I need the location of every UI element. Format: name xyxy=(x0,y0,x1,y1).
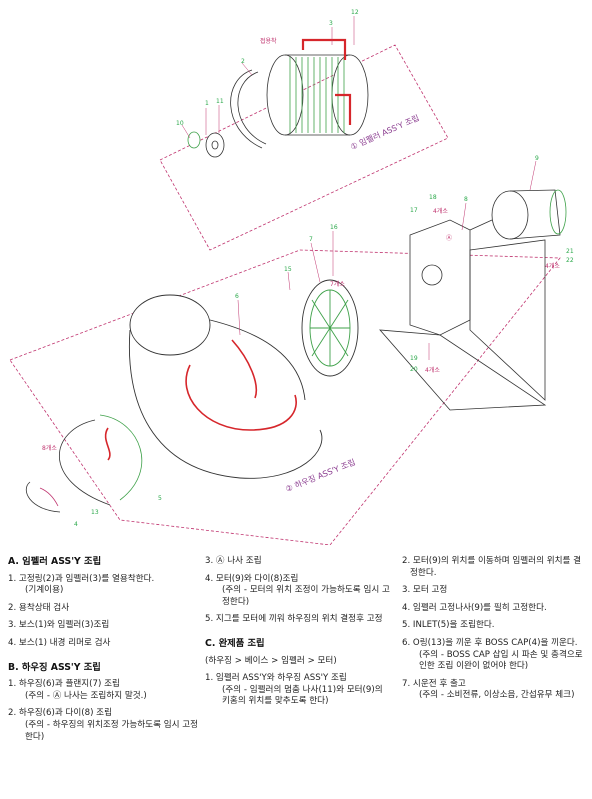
callout-20: 20 xyxy=(410,366,418,373)
housing-assembly-frame xyxy=(9,249,561,545)
callout-8: 8 xyxy=(464,196,468,203)
note-bonding: 접용착 xyxy=(260,37,277,45)
list-item: 4. 임펠러 고정나사(9)를 필히 고정한다. xyxy=(402,602,547,613)
list-item: 3. Ⓐ 나사 조립 xyxy=(205,556,262,566)
list-item: 1. 하우징(6)과 플랜지(7) 조립(주의 - Ⓐ 나사는 조립하지 말것.… xyxy=(8,679,147,701)
impeller-drum xyxy=(266,38,369,136)
callout-5: 5 xyxy=(158,495,162,502)
note-4-places-a: 4개소 xyxy=(433,207,448,215)
callout-13: 13 xyxy=(91,509,99,516)
list-item: 4. 보스(1) 내경 리머로 검사 xyxy=(8,637,111,648)
callout-21: 21 xyxy=(566,248,574,255)
housing-assembly-label: ② 하우징 ASS'Y 조립 xyxy=(284,457,357,494)
callout-19: 19 xyxy=(410,355,418,362)
housing-scroll xyxy=(128,294,323,479)
note-circle-a: Ⓐ xyxy=(446,234,452,242)
leader-lines xyxy=(181,16,537,360)
section-a-continued-list: 3. Ⓐ 나사 조립 4. 모터(9)와 다이(8)조립(주의 - 모터의 위치… xyxy=(205,556,393,626)
callout-7: 7 xyxy=(309,236,313,243)
list-item: 7. 시운전 후 출고(주의 - 소비전류, 이상소음, 간섭유무 체크) xyxy=(402,678,575,701)
column-left: A. 임펠러 ASS'Y 조립 1. 고정링(2)과 임펠러(3)를 열용착한다… xyxy=(8,556,204,749)
section-b-title: B. 하우징 ASS'Y 조립 xyxy=(8,661,101,673)
callout-17: 17 xyxy=(410,207,418,214)
callout-4: 4 xyxy=(74,521,78,528)
list-item: 3. 모터 고정 xyxy=(402,585,448,596)
section-c-continued-list: 2. 모터(9)의 위치를 이동하며 임펠러의 위치를 결정한다. 3. 모터 … xyxy=(402,556,584,702)
callout-10: 10 xyxy=(176,120,184,127)
callout-16: 16 xyxy=(330,224,338,231)
boss-cap xyxy=(25,481,61,513)
callout-3: 3 xyxy=(329,20,333,27)
list-item: 2. 용착상태 검사 xyxy=(8,602,70,613)
note-4-places-b: 4개소 xyxy=(545,262,560,270)
list-item: 4. 모터(9)와 다이(8)조립(주의 - 모터의 위치 조정이 가능하도록 … xyxy=(205,573,390,607)
list-item: 3. 보스(1)와 임펠러(3)조립 xyxy=(8,620,110,631)
inlet-part xyxy=(58,414,143,506)
section-c-list: 1. 임펠러 ASS'Y와 하우징 ASS'Y 조립(주의 - 임펠러의 멈춤 … xyxy=(205,673,393,708)
list-item: 5. INLET(5)을 조립한다. xyxy=(402,620,495,631)
list-item: 1. 임펠러 ASS'Y와 하우징 ASS'Y 조립(주의 - 임펠러의 멈춤 … xyxy=(205,673,383,707)
list-item: 6. O링(13)을 끼운 후 BOSS CAP(4)을 끼운다.(주의 - B… xyxy=(402,637,583,672)
fixing-ring xyxy=(230,69,267,149)
list-item: 2. 하우징(6)과 다이(8) 조립(주의 - 하우징의 위치조정 가능하도록… xyxy=(8,708,199,742)
die-base xyxy=(379,219,547,411)
callout-11: 11 xyxy=(216,98,224,105)
note-4-places-c: 4개소 xyxy=(425,366,440,374)
section-a-list: 1. 고정링(2)과 임펠러(3)를 열용착한다.(기계이용) 2. 용착상태 … xyxy=(8,574,204,650)
assembly-order: (하우징 > 베이스 > 임펠러 > 모터) xyxy=(205,655,337,666)
section-a-title: A. 임펠러 ASS'Y 조립 xyxy=(8,556,102,567)
callout-6: 6 xyxy=(235,293,239,300)
callout-1: 1 xyxy=(205,100,209,107)
callout-22: 22 xyxy=(566,257,574,264)
flange-part xyxy=(301,279,359,377)
boss-part xyxy=(187,131,225,158)
section-b-list: 1. 하우징(6)과 플랜지(7) 조립(주의 - Ⓐ 나사는 조립하지 말것.… xyxy=(8,679,204,743)
column-middle: 3. Ⓐ 나사 조립 4. 모터(9)와 다이(8)조립(주의 - 모터의 위치… xyxy=(205,556,393,714)
note-8-places: 8개소 xyxy=(42,444,57,452)
callout-2: 2 xyxy=(241,58,245,65)
column-right: 2. 모터(9)의 위치를 이동하며 임펠러의 위치를 결정한다. 3. 모터 … xyxy=(402,556,584,708)
note-7-places: 7개소 xyxy=(330,280,345,288)
section-c-title: C. 완제품 조립 xyxy=(205,637,265,649)
callout-18: 18 xyxy=(429,194,437,201)
impeller-assembly-frame xyxy=(159,44,449,251)
list-item: 5. 지그를 모터에 끼워 하우징의 위치 결정후 고정 xyxy=(205,614,383,625)
callout-12: 12 xyxy=(351,9,359,16)
list-item: 1. 고정링(2)과 임펠러(3)를 열용착한다.(기계이용) xyxy=(8,573,155,596)
callout-15: 15 xyxy=(284,266,292,273)
exploded-assembly-diagram: 1 2 3 4 5 6 7 8 9 10 11 12 13 15 16 17 1… xyxy=(9,9,574,545)
list-item: 2. 모터(9)의 위치를 이동하며 임펠러의 위치를 결정한다. xyxy=(402,556,582,578)
motor-part xyxy=(469,189,567,240)
callout-9: 9 xyxy=(535,155,539,162)
